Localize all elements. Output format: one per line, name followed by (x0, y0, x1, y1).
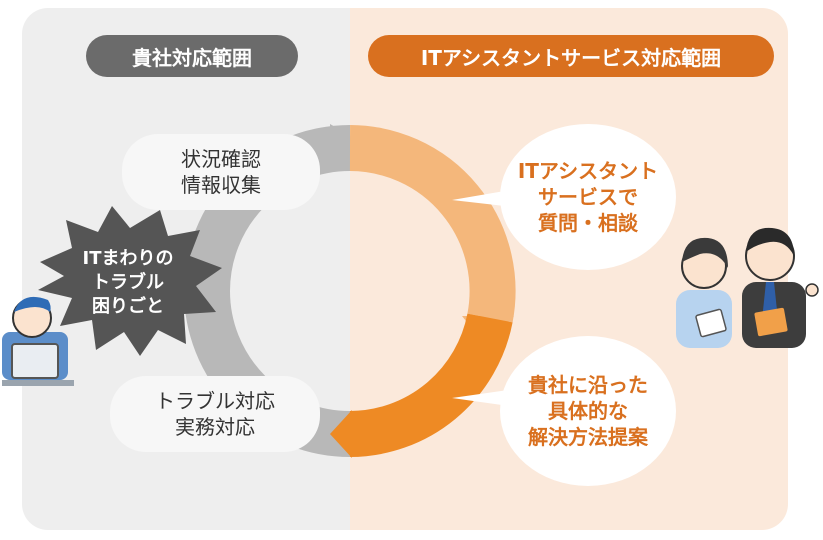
consultation-bubble: ITアシスタント サービスで 質問・相談 (500, 124, 676, 270)
shout-burst-icon (38, 206, 222, 356)
worried-office-worker-icon (2, 296, 74, 386)
ring-orange-segment (349, 313, 513, 457)
it-assistant-staff-icon (676, 227, 819, 348)
status-check-bubble: 状況確認 情報収集 (122, 134, 320, 210)
problem-burst-label: ITまわりの トラブル 困りごと (82, 248, 174, 317)
trouble-response-bubble: トラブル対応 実務対応 (110, 376, 320, 452)
solution-bubble: 貴社に沿った 具体的な 解決方法提案 (500, 336, 676, 486)
ring-orange-arrowhead (330, 410, 352, 458)
company-scope-label: 貴社対応範囲 (86, 35, 298, 77)
ring-light-orange-segment (349, 125, 516, 323)
it-assistant-scope-label: ITアシスタントサービス対応範囲 (368, 35, 774, 77)
